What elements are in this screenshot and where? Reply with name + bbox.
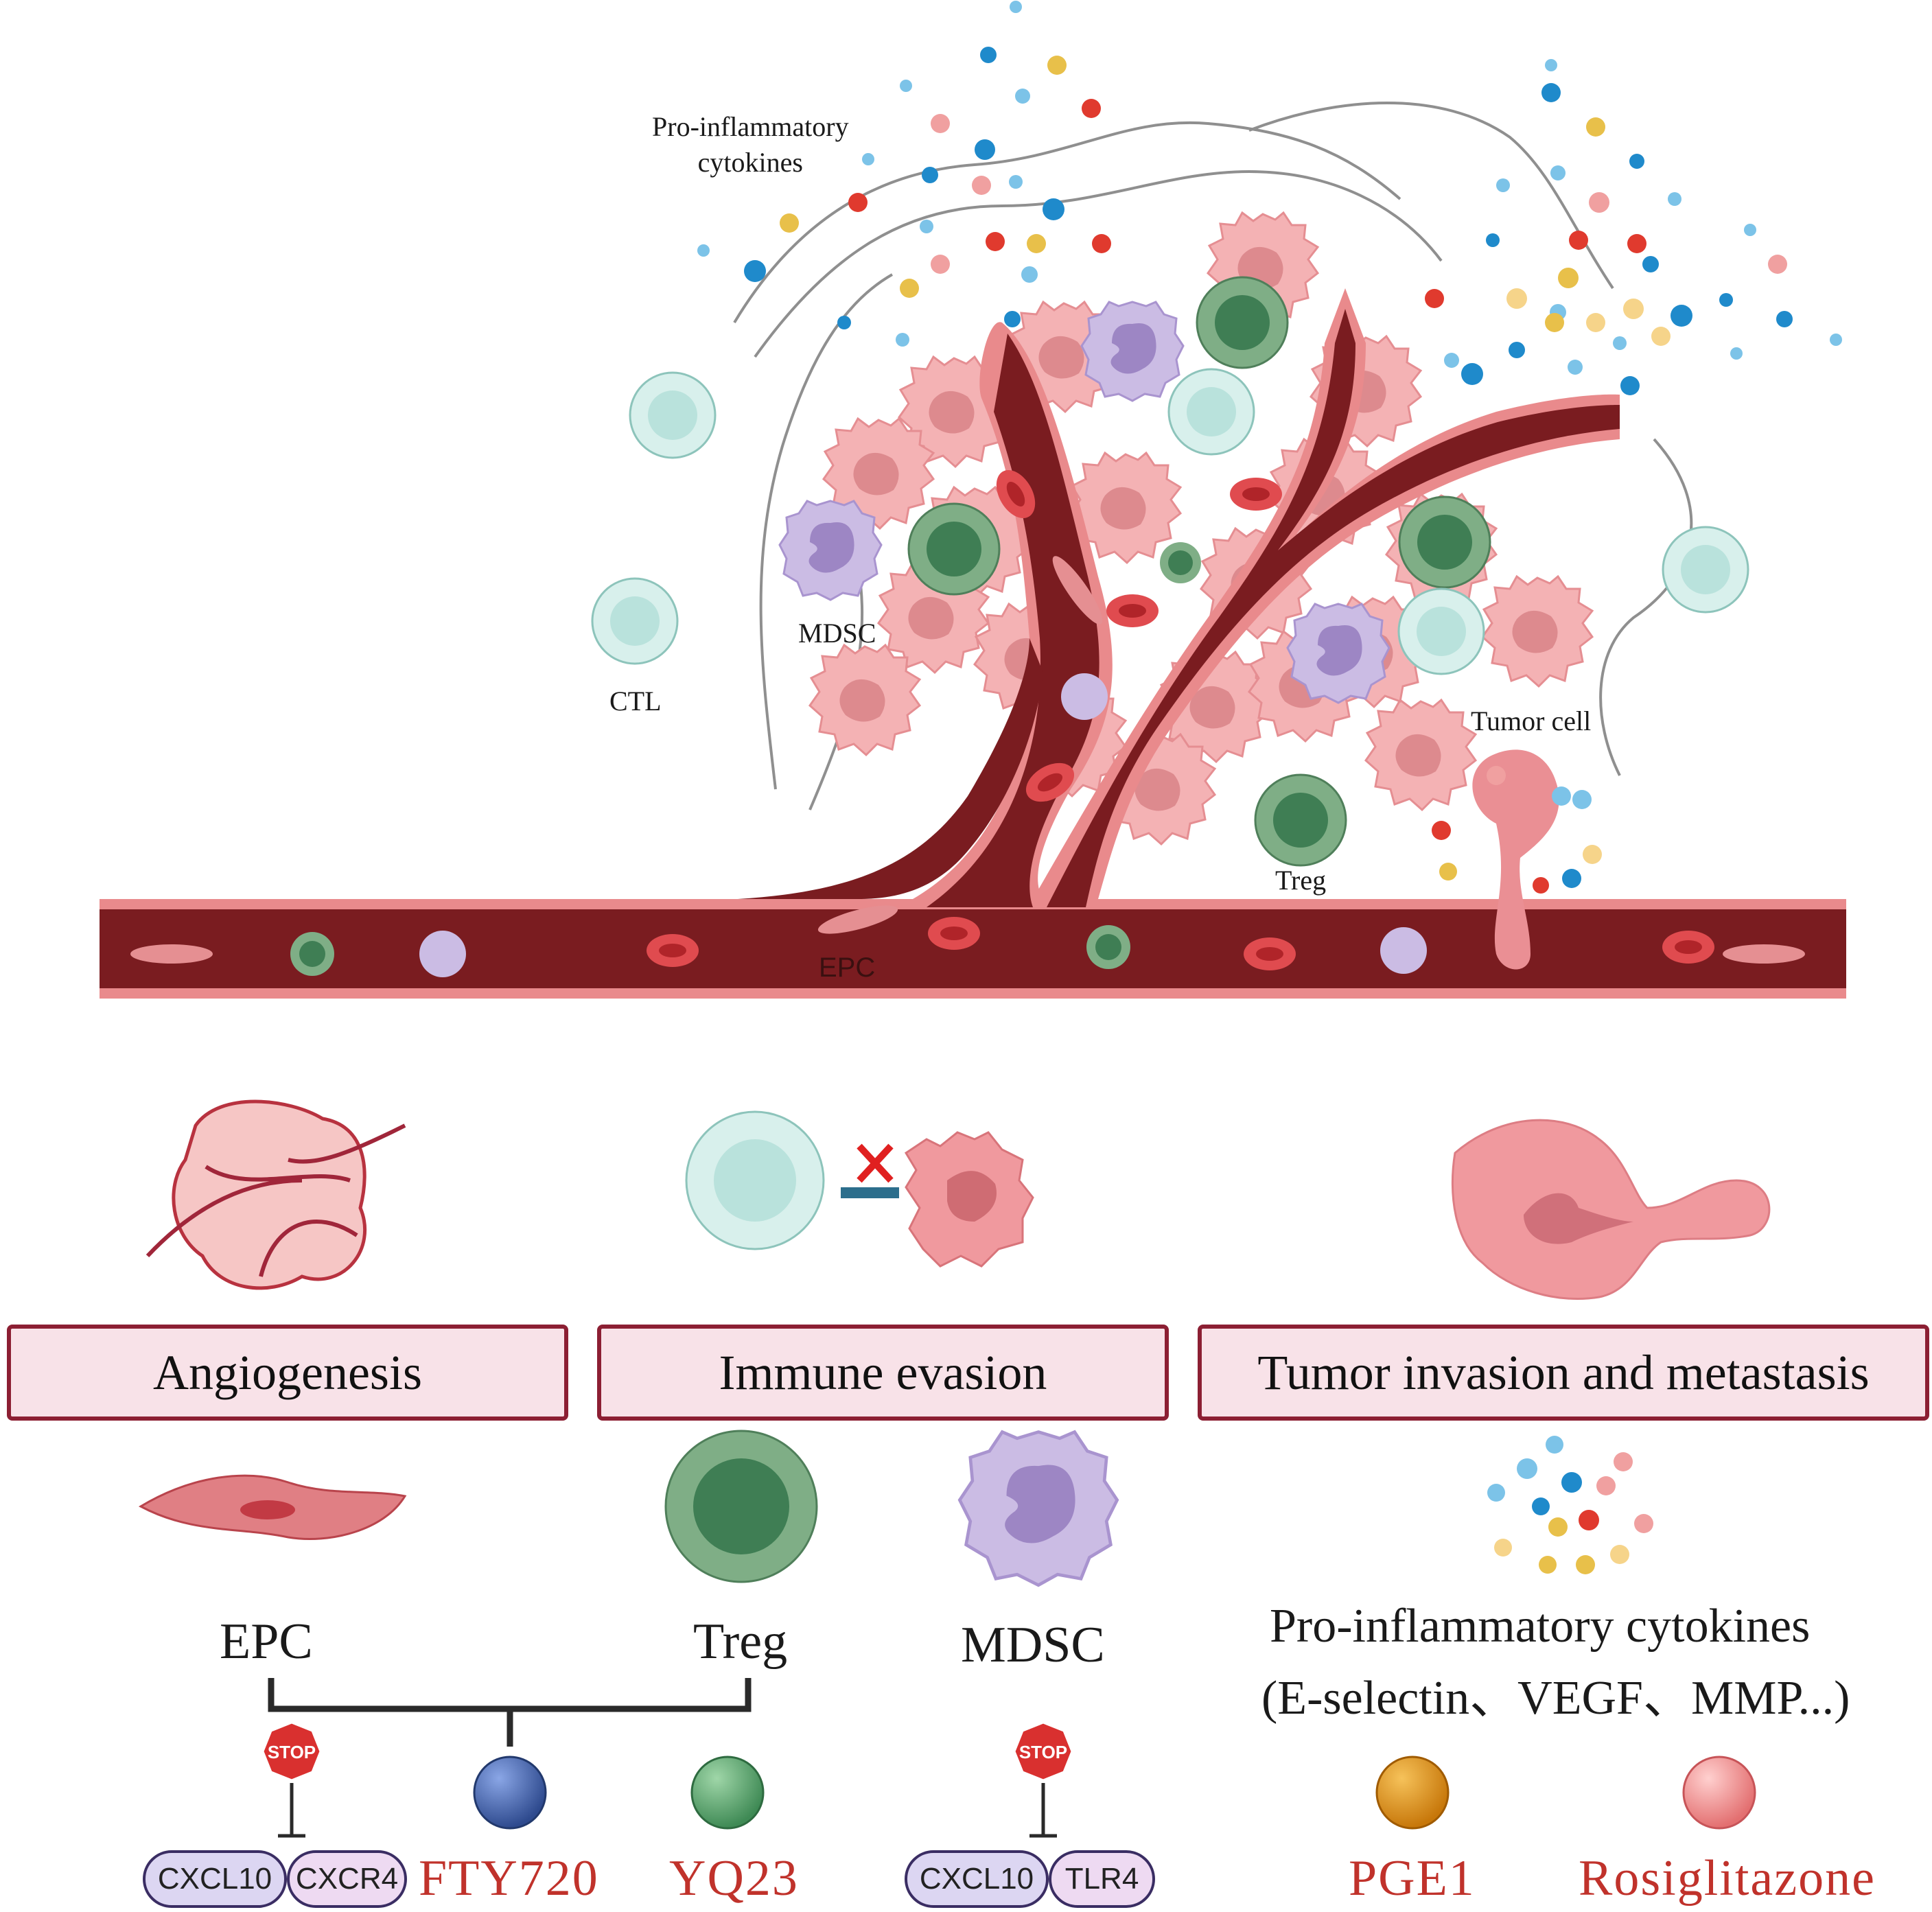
immune-evasion-box: Immune evasion [597, 1325, 1169, 1421]
cytokines-label-line2: cytokines [697, 147, 803, 178]
pge1-sphere-icon [1375, 1756, 1450, 1830]
fty720-label: FTY720 [419, 1850, 599, 1907]
stop-text-2: STOP [1019, 1742, 1067, 1762]
cytokine-cluster-icon [1487, 1436, 1653, 1574]
drug-spheres [473, 1756, 1756, 1830]
stop-text-1: STOP [268, 1742, 316, 1762]
cytokine-particles [697, 1, 1842, 894]
treg-cell-label: Treg [693, 1613, 788, 1670]
epc-cell-icon [138, 1474, 407, 1540]
angiogenesis-tumor-icon [146, 1099, 406, 1290]
mdsc-cell-icon [959, 1432, 1117, 1585]
cytokines-examples: (E-selectin、VEGF、MMP...) [1261, 1672, 1850, 1725]
epc-label: EPC [819, 953, 876, 983]
yq23-label: YQ23 [669, 1850, 799, 1907]
cross-icon [857, 1143, 894, 1183]
treg-cell-icon [664, 1430, 818, 1583]
yq23-sphere-icon [690, 1756, 765, 1830]
cytokines-label: Pro-inflammatory cytokines [652, 113, 849, 176]
mdsc-label: MDSC [798, 618, 876, 649]
mdsc-cell-label: MDSC [961, 1617, 1105, 1673]
immune-evasion-icon [685, 1110, 1034, 1268]
rosiglitazone-label: Rosiglitazone [1579, 1850, 1876, 1907]
pge1-label: PGE1 [1349, 1850, 1476, 1907]
tumor-cell-label: Tumor cell [1471, 706, 1592, 736]
tumor-microenvironment-scene [100, 1, 1846, 999]
ctl-label: CTL [609, 686, 662, 716]
cxcl10-pill-2: CXCL10 [905, 1850, 1049, 1908]
shared-inhibition-bracket [268, 1678, 752, 1747]
tlr4-pill: TLR4 [1049, 1850, 1155, 1908]
angiogenesis-box: Angiogenesis [7, 1325, 568, 1421]
cytokines-title: Pro-inflammatory cytokines [1270, 1600, 1811, 1653]
cxcl10-pill: CXCL10 [143, 1850, 287, 1908]
treg-label: Treg [1275, 865, 1327, 896]
cytokines-label-line1: Pro-inflammatory [652, 111, 849, 142]
stop-sign-icon: STOP [261, 1721, 322, 1838]
invasion-metastasis-box: Tumor invasion and metastasis [1198, 1325, 1929, 1421]
rosiglitazone-sphere-icon [1682, 1756, 1756, 1830]
blood-contents [130, 463, 1805, 977]
metastasis-cell-icon [1451, 1119, 1771, 1300]
epc-cell-label: EPC [220, 1613, 313, 1670]
fty720-sphere-icon [473, 1756, 547, 1830]
cxcr4-pill: CXCR4 [287, 1850, 407, 1908]
stop-sign-icon: STOP [1013, 1721, 1073, 1838]
